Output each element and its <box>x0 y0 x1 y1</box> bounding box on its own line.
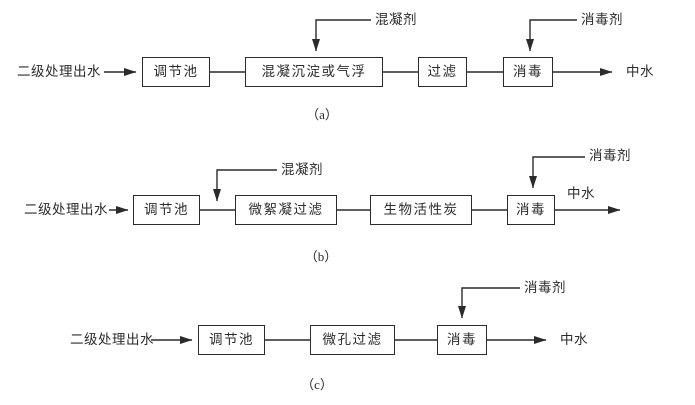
row-c-box-microporous-filtration: 微孔过滤 <box>310 325 395 355</box>
row-a-box-coagulation-sedimentation-or-flotation: 混凝沉淀或气浮 <box>245 57 383 87</box>
row-a-box-disinfection: 消毒 <box>503 57 553 87</box>
row-b-coagulant-feed-arrow <box>213 169 277 202</box>
row-c-output-label: 中水 <box>560 332 588 347</box>
row-b-box-micro-flocculation-filtration: 微絮凝过滤 <box>235 195 337 225</box>
row-c-disinfectant-feed-arrow <box>458 287 520 319</box>
row-c-box-disinfection: 消毒 <box>437 325 487 355</box>
row-a-output-label: 中水 <box>626 64 654 79</box>
row-a-disinfectant-label: 消毒剂 <box>581 12 623 27</box>
row-a-caption: （a） <box>306 107 338 122</box>
row-a-coagulant-label: 混凝剂 <box>375 12 417 27</box>
row-b-coagulant-label: 混凝剂 <box>281 162 323 177</box>
row-a-box-regulating-tank: 调节池 <box>142 57 210 87</box>
row-a-source-label: 二级处理出水 <box>17 64 101 79</box>
row-b-box-biological-activated-carbon: 生物活性炭 <box>370 195 472 225</box>
row-b-box-regulating-tank: 调节池 <box>133 195 200 225</box>
row-a-coagulant-feed-arrow <box>312 19 371 52</box>
row-a-disinfectant-feed-arrow <box>526 19 577 52</box>
row-b-source-label: 二级处理出水 <box>24 202 108 217</box>
row-b-box-disinfection: 消毒 <box>507 195 555 225</box>
row-b-disinfectant-feed-arrow <box>529 156 585 189</box>
row-c-source-label: 二级处理出水 <box>70 332 154 347</box>
row-a-box-filtration: 过滤 <box>418 57 467 87</box>
row-b-output-label: 中水 <box>567 186 595 201</box>
row-c-disinfectant-label: 消毒剂 <box>524 280 566 295</box>
row-b-disinfectant-label: 消毒剂 <box>589 148 631 163</box>
row-b-caption: （b） <box>304 249 338 264</box>
row-c-caption: （c） <box>301 377 333 392</box>
row-c-box-regulating-tank: 调节池 <box>198 325 265 355</box>
